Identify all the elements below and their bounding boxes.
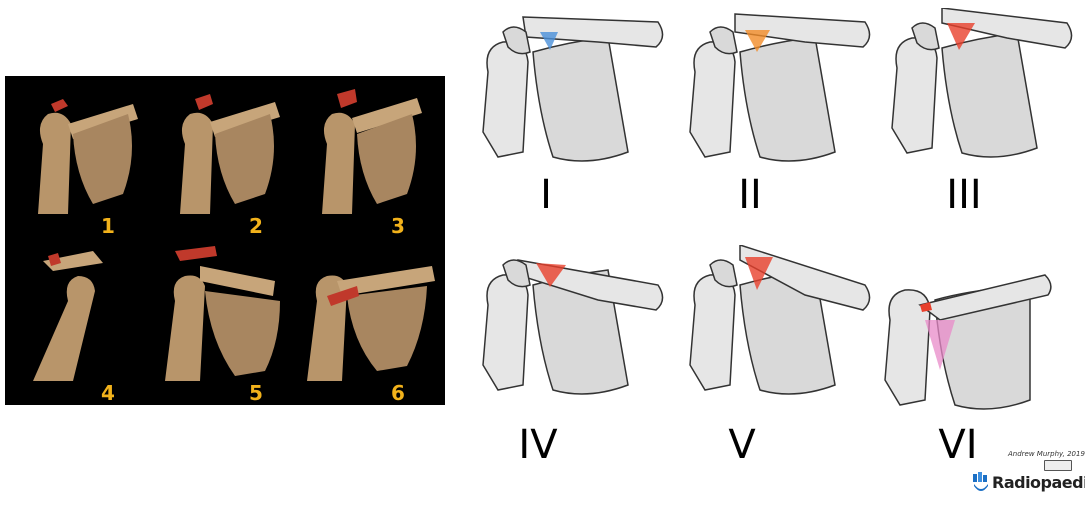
diagram-label-3: III [946, 172, 982, 218]
radiopaedia-logo[interactable]: Radiopaedia [972, 470, 1085, 496]
ct-shoulder-5 [155, 241, 295, 401]
ct-shoulder-4 [13, 241, 153, 401]
ct-3d-panel: 1 2 3 4 5 6 [5, 76, 445, 405]
author-credit: Andrew Murphy, 2019 [1008, 450, 1085, 458]
diagram-type-6 [880, 260, 1070, 430]
diagram-label-5: V [728, 422, 756, 468]
ct-label-1: 1 [101, 214, 115, 238]
diagram-type-2 [685, 12, 875, 182]
diagram-label-6: VI [938, 422, 978, 468]
radiopaedia-brand-text: Radiopaedia [992, 473, 1085, 492]
ct-shoulder-1 [13, 84, 153, 244]
radiopaedia-logo-icon [973, 472, 988, 491]
ct-label-3: 3 [391, 214, 405, 238]
diagram-label-2: II [738, 172, 762, 218]
diagram-type-3 [887, 7, 1077, 178]
diagram-label-4: IV [518, 422, 558, 468]
ct-label-6: 6 [391, 381, 405, 405]
ct-shoulder-2 [155, 84, 295, 244]
diagram-type-4 [478, 245, 668, 415]
ct-shoulder-6 [297, 241, 437, 401]
diagram-type-5 [685, 243, 875, 415]
cc-by-nc-sa-icon [1044, 460, 1072, 471]
diagram-label-1: I [540, 172, 552, 218]
ct-shoulder-3 [297, 84, 437, 244]
ct-label-5: 5 [249, 381, 263, 405]
diagram-type-1 [478, 12, 668, 182]
ct-label-2: 2 [249, 214, 263, 238]
ct-label-4: 4 [101, 381, 115, 405]
